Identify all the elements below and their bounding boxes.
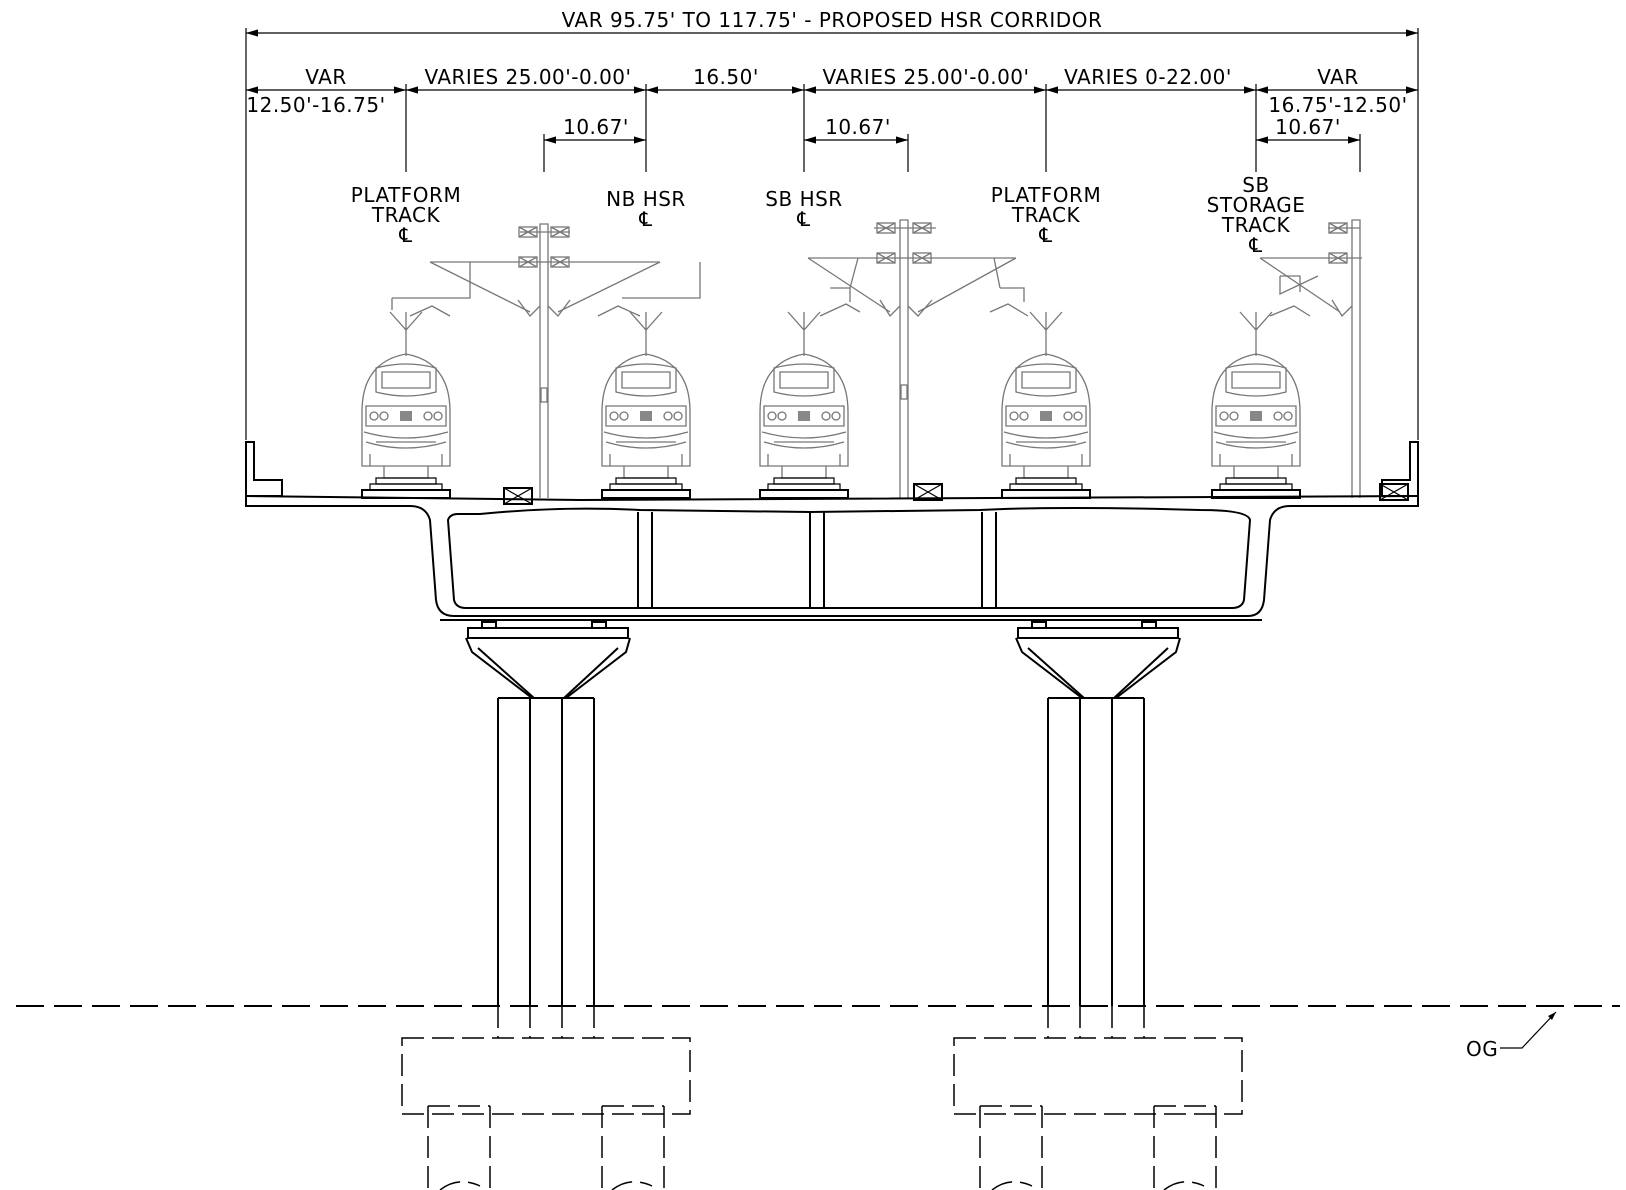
varies-left-label: VARIES 25.00'-0.00' (424, 65, 631, 89)
track-label-sb-hsr: SB HSR (765, 187, 842, 211)
train-nb-hsr (601, 311, 691, 499)
catenary-pole-2 (807, 219, 1029, 498)
centerline-symbol: ℄ (398, 223, 412, 247)
centerline-symbol: ℄ (1038, 223, 1052, 247)
right-var-range-label: 16.75'-12.50' (1268, 93, 1407, 117)
pole-offset-label-2: 10.67' (825, 115, 891, 139)
center-span-label: 16.50' (693, 65, 759, 89)
track-label-platform-1-line2: TRACK (371, 203, 441, 227)
pier-right (1015, 621, 1181, 1006)
segment-dimension-line: VAR 12.50'-16.75' VARIES 25.00'-0.00' 16… (246, 65, 1418, 117)
deck-slab (245, 441, 1419, 621)
centerline-symbol: ℄ (796, 207, 810, 231)
track-label-storage-line2: STORAGE (1207, 193, 1306, 217)
centerline-symbol: ℄ (638, 207, 652, 231)
varies-storage-label: VARIES 0-22.00' (1064, 65, 1232, 89)
foundation-right (953, 1006, 1243, 1190)
og-label: OG (1466, 1037, 1498, 1061)
pier-left (465, 621, 631, 1006)
track-label-storage-line3: TRACK (1221, 213, 1291, 237)
varies-right-label: VARIES 25.00'-0.00' (822, 65, 1029, 89)
catenary-pole-1 (391, 223, 701, 498)
foundation-left (401, 1006, 691, 1190)
pole-offset-label-3: 10.67' (1275, 115, 1341, 139)
centerline-symbol: ℄ (1248, 233, 1262, 257)
track-label-nb-hsr: NB HSR (606, 187, 686, 211)
overall-dimension: VAR 95.75' TO 117.75' - PROPOSED HSR COR… (246, 8, 1418, 37)
track-label-platform-2-line1: PLATFORM (991, 183, 1101, 207)
cable-trough (503, 483, 1409, 505)
train-platform-track-1 (361, 311, 451, 499)
track-label-storage-line1: SB (1242, 173, 1269, 197)
track-label-platform-2-line2: TRACK (1011, 203, 1081, 227)
track-label-platform-1-line1: PLATFORM (351, 183, 461, 207)
pole-offset-dimensions: 10.67' 10.67' 10.67' (544, 115, 1360, 144)
train-storage-track (1211, 311, 1301, 499)
catenary-pole-3 (1259, 219, 1362, 498)
left-var-range-label: 12.50'-16.75' (246, 93, 385, 117)
track-labels: PLATFORM TRACK ℄ NB HSR ℄ SB HSR ℄ PLATF… (351, 173, 1306, 257)
pole-offset-label-1: 10.67' (563, 115, 629, 139)
overall-dimension-label: VAR 95.75' TO 117.75' - PROPOSED HSR COR… (562, 8, 1103, 32)
og-callout: OG (1466, 1011, 1557, 1061)
train-sb-hsr (759, 311, 849, 499)
right-var-label: VAR (1317, 65, 1358, 89)
train-platform-track-2 (1001, 311, 1091, 499)
left-var-label: VAR (305, 65, 346, 89)
